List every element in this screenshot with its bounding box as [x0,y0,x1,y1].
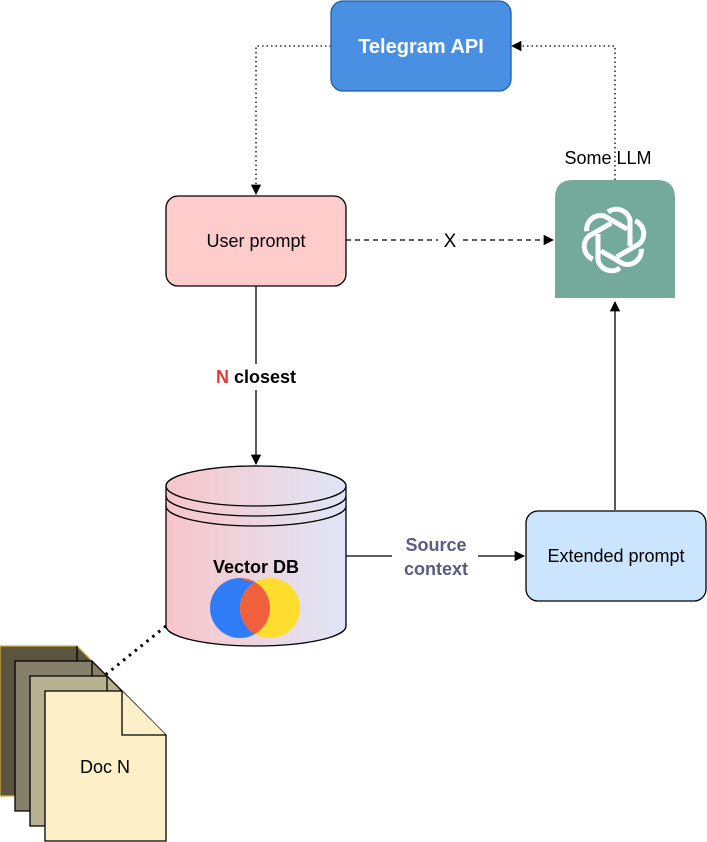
vector-db-node[interactable]: Vector DB [165,465,347,647]
user-prompt-node[interactable]: User prompt [165,195,347,287]
edge-source-context-line1: Source [405,535,466,555]
llm-node[interactable]: Some LLM [555,148,675,298]
edge-llm-to-telegram [510,40,616,180]
edge-vector-db-to-docs [103,624,167,678]
doc-n-label: Doc N [80,757,130,777]
telegram-api-label: Telegram API [358,36,484,58]
document-stack-icon[interactable]: Doc N [0,645,167,842]
vector-db-logo-icon [210,578,300,638]
edge-closest-text: closest [229,367,296,387]
vector-db-label: Vector DB [213,557,299,577]
user-prompt-label: User prompt [206,231,305,251]
edge-blocked-label: X [444,231,457,252]
llm-tile [555,180,675,298]
openai-logo-icon [579,206,648,271]
edge-telegram-to-user-prompt [250,45,331,196]
extended-prompt-label: Extended prompt [547,546,684,566]
telegram-api-node[interactable]: Telegram API [330,0,512,92]
extended-prompt-node[interactable]: Extended prompt [525,510,707,602]
llm-label: Some LLM [564,148,651,168]
edge-n-highlight: N [216,367,229,387]
edge-source-context-line2: context [404,559,468,579]
edge-n-closest-label: N closest [216,367,296,387]
